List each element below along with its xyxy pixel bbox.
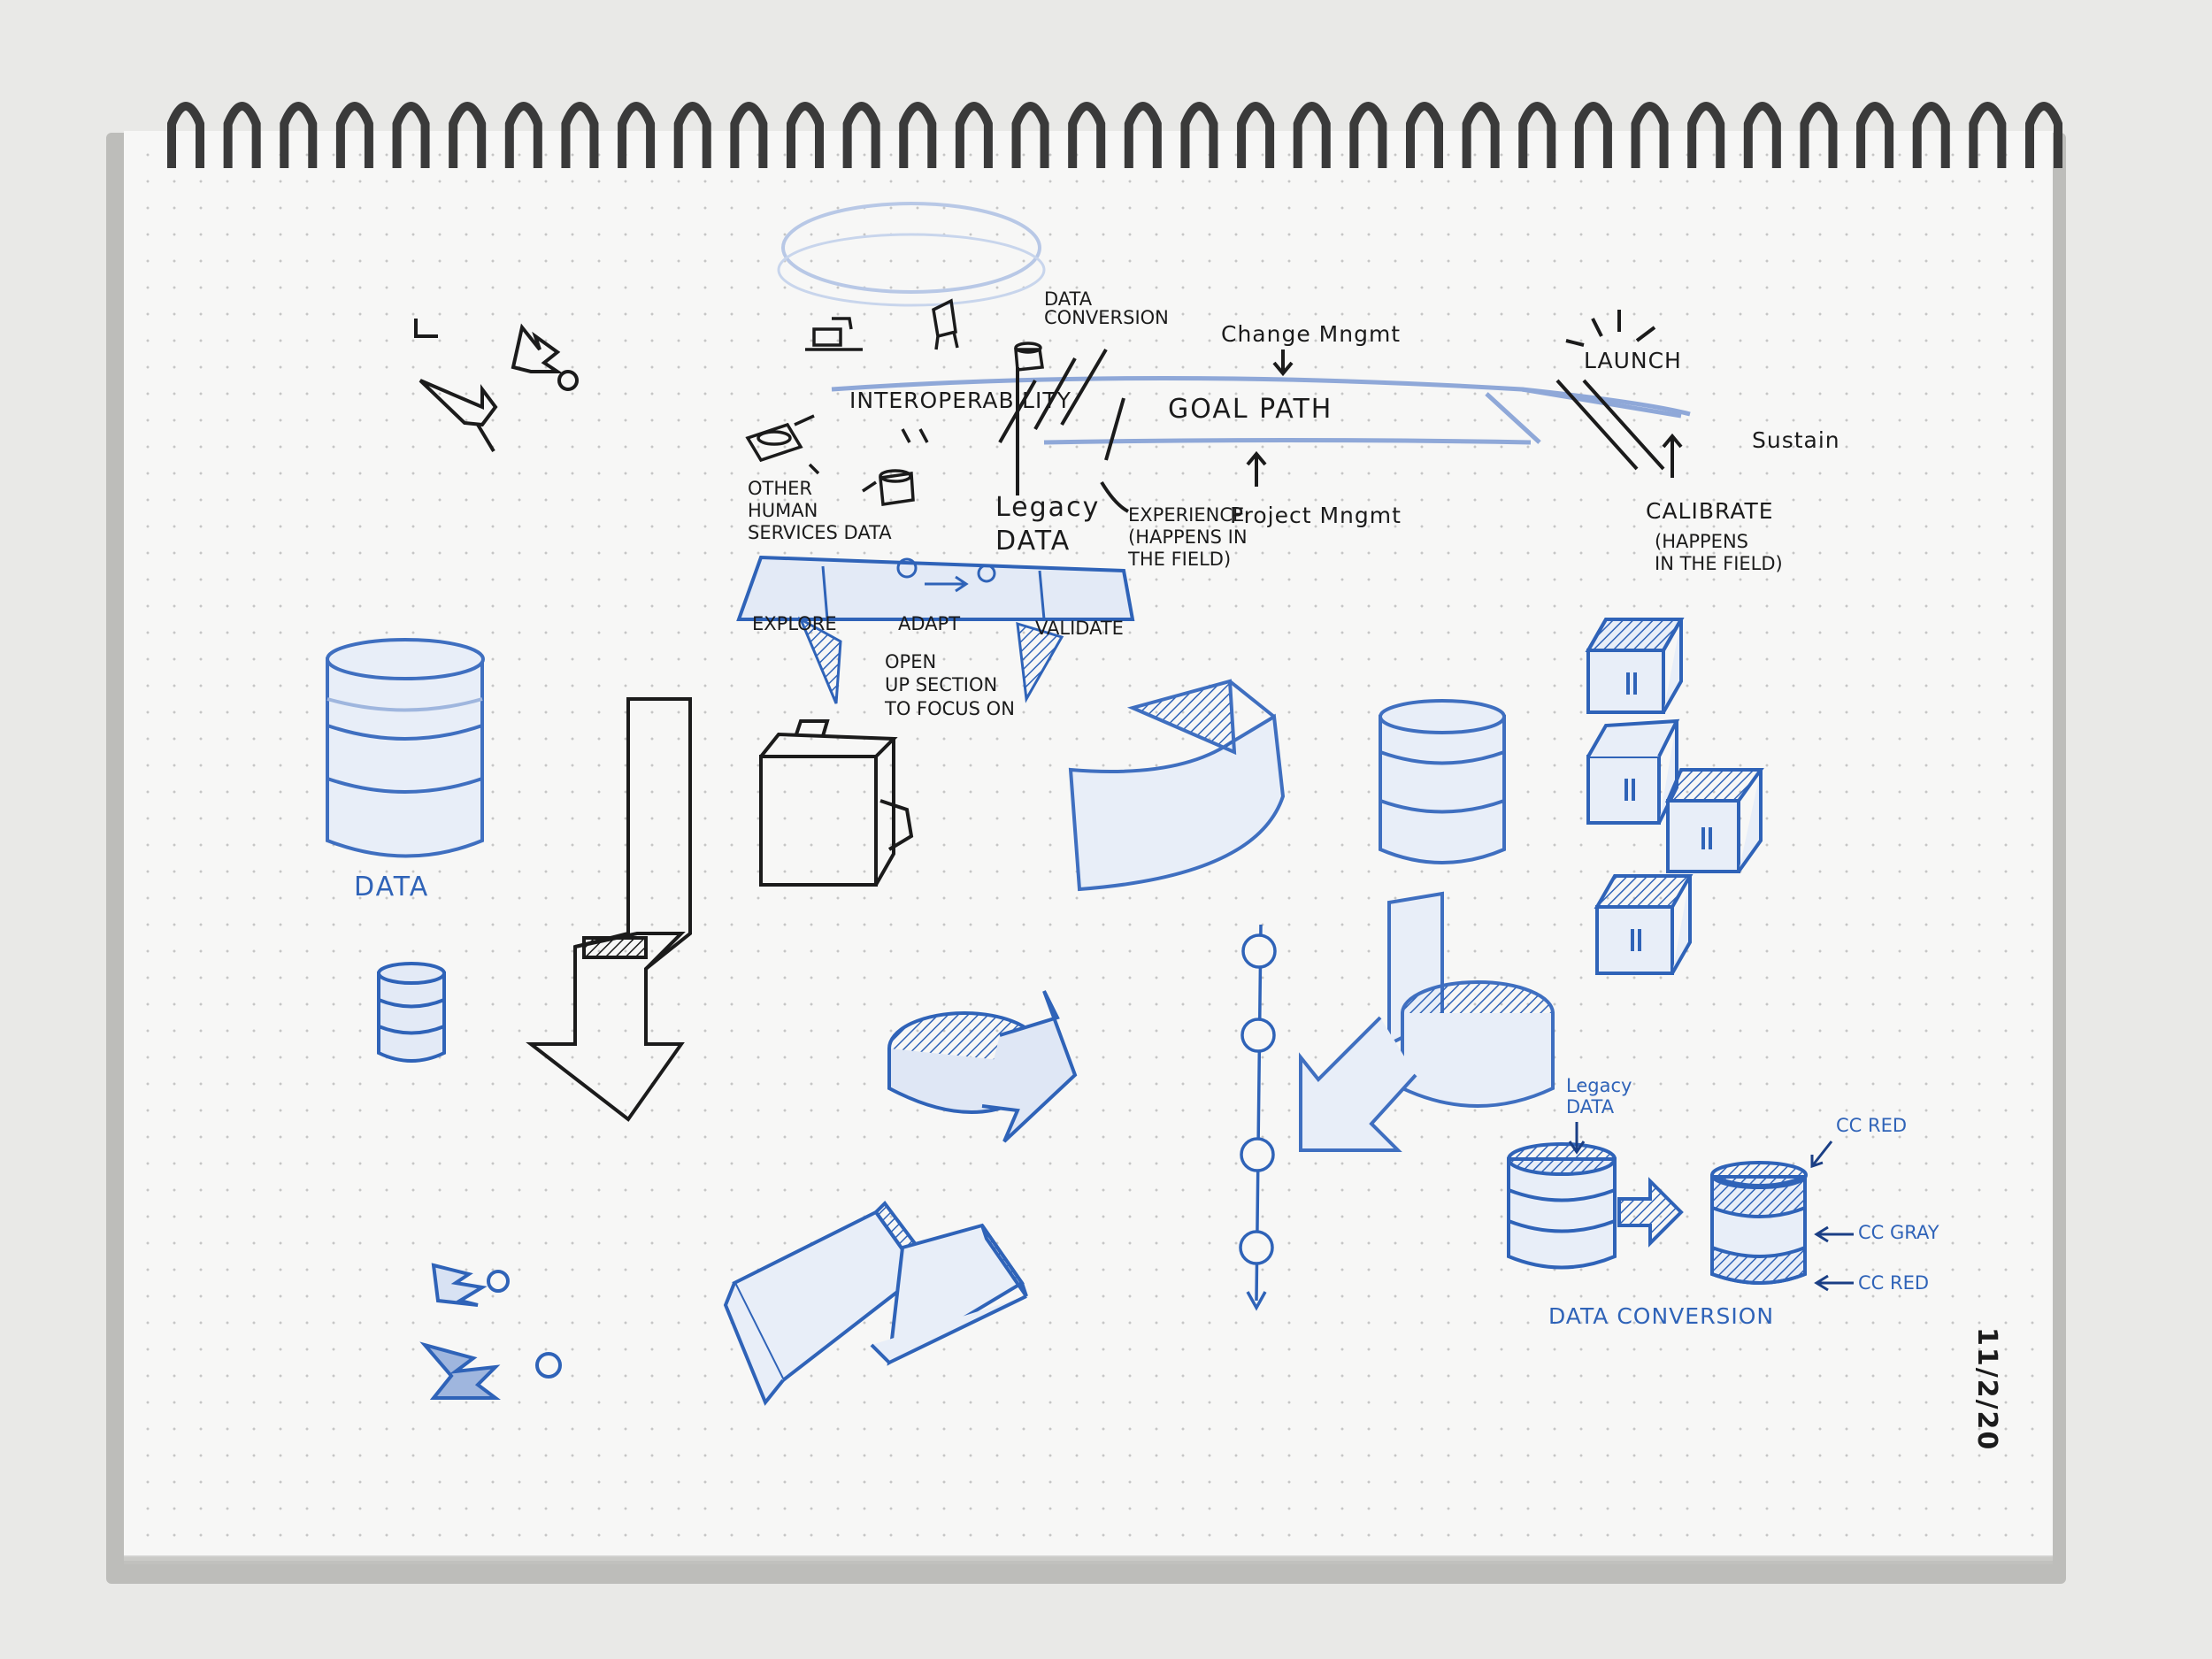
cube-black xyxy=(761,721,911,885)
binding-ring xyxy=(565,106,594,168)
label-sustain: Sustain xyxy=(1752,429,1840,451)
binding-ring xyxy=(2030,106,2058,168)
label-calibrate-note: (HAPPENS IN THE FIELD) xyxy=(1655,531,1783,575)
binding-ring xyxy=(284,106,312,168)
label-data: DATA xyxy=(354,874,429,901)
stacked-cubes-blue xyxy=(1588,619,1761,973)
timeline-vertical xyxy=(1240,925,1275,1308)
label-change-mgmt: Change Mngmt xyxy=(1221,323,1401,345)
binding-ring xyxy=(734,106,763,168)
binding-ring xyxy=(1354,106,1382,168)
label-validate: VALIDATE xyxy=(1035,619,1124,638)
binding-ring xyxy=(1072,106,1101,168)
binding-ring xyxy=(397,106,426,168)
binding-ring xyxy=(679,106,707,168)
binding-ring xyxy=(1692,106,1720,168)
binding-ring xyxy=(1917,106,1946,168)
spiral-binding xyxy=(172,106,2058,168)
binding-ring xyxy=(903,106,932,168)
binding-ring xyxy=(1129,106,1157,168)
binding-ring xyxy=(172,106,200,168)
binding-ring xyxy=(1410,106,1439,168)
label-project-mgmt: Project Mngmt xyxy=(1230,504,1402,526)
database-cylinder-small xyxy=(379,964,444,1061)
binding-ring xyxy=(453,106,481,168)
arrow-doodle-top-left xyxy=(416,319,577,451)
binding-ring xyxy=(622,106,650,168)
binding-ring xyxy=(1298,106,1326,168)
label-date: 11/2/20 xyxy=(1973,1327,2000,1451)
label-cc-gray: CC GRAY xyxy=(1858,1224,1939,1242)
label-legacy-data: Legacy DATA xyxy=(995,491,1100,557)
binding-ring xyxy=(228,106,257,168)
database-cylinder-right xyxy=(1380,701,1504,863)
binding-ring xyxy=(1804,106,1832,168)
binding-ring xyxy=(1185,106,1213,168)
legacy-database-cylinder xyxy=(1509,1144,1615,1268)
label-explore: EXPLORE xyxy=(752,615,837,634)
label-cc-red-top: CC RED xyxy=(1836,1117,1907,1135)
label-interoperability: INTEROPERABILITY xyxy=(849,389,1071,411)
converted-database-cylinder xyxy=(1712,1163,1806,1283)
binding-ring xyxy=(1973,106,2001,168)
binding-ring xyxy=(1579,106,1608,168)
binding-ring xyxy=(510,106,538,168)
bent-arrow-blue xyxy=(1301,894,1553,1150)
down-arrow-black xyxy=(531,699,690,1119)
label-data-conversion-top: DATA CONVERSION xyxy=(1044,290,1169,327)
label-cc-red-bottom: CC RED xyxy=(1858,1274,1929,1293)
binding-ring xyxy=(1636,106,1664,168)
binding-ring xyxy=(1467,106,1495,168)
disk-arrow-blue xyxy=(889,991,1075,1141)
label-open-up-section: OPEN UP SECTION TO FOCUS ON xyxy=(885,650,1015,720)
label-launch: LAUNCH xyxy=(1584,349,1682,372)
binding-ring xyxy=(848,106,876,168)
label-calibrate: CALIBRATE xyxy=(1646,500,1774,522)
label-other-human-services-data: OTHER HUMAN SERVICES DATA xyxy=(748,478,892,545)
label-legacy-data-small: Legacy DATA xyxy=(1566,1075,1632,1118)
database-cylinder-large xyxy=(327,640,483,856)
binding-ring xyxy=(341,106,369,168)
faded-ellipse-sketch xyxy=(783,204,1040,292)
conversion-arrow xyxy=(1619,1181,1681,1243)
binding-ring xyxy=(1017,106,1045,168)
figure-doodles-blue xyxy=(425,1265,560,1398)
binding-ring xyxy=(960,106,988,168)
binding-ring xyxy=(1523,106,1551,168)
binding-ring xyxy=(1861,106,1889,168)
label-goal-path: GOAL PATH xyxy=(1168,396,1333,423)
boxes-blue xyxy=(726,1203,1026,1402)
binding-ring xyxy=(1748,106,1777,168)
binding-ring xyxy=(791,106,819,168)
curved-arrow-blue xyxy=(1071,681,1283,889)
label-data-conversion-bottom: DATA CONVERSION xyxy=(1548,1305,1774,1327)
binding-ring xyxy=(1241,106,1270,168)
label-adapt: ADAPT xyxy=(898,615,960,634)
